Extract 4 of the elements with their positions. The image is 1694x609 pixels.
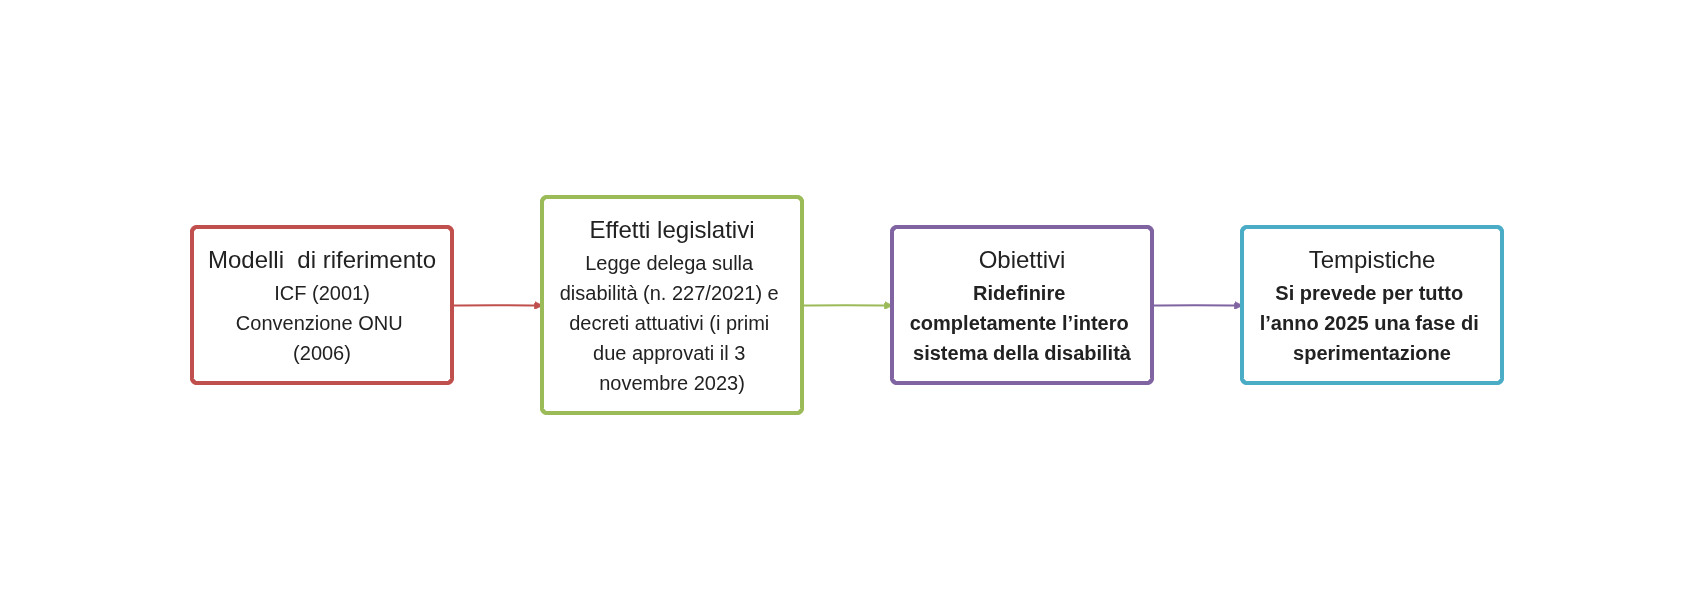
node-text: Modelli di riferimento ICF (2001) Convenzione ONU (2006) xyxy=(207,245,437,364)
node-text: Obiettivi Ridefinire completamente l’intero sistema della disabilità xyxy=(909,245,1131,364)
node-text: Effetti legislativi Legge delega sulla disabilità (n. 227/2021) e decreti attuativi (i primi due approvati il 3 novembre 2023) xyxy=(559,215,779,394)
node-text: Tempistiche Si prevede per tutto l’anno 2025 una fase di sperimentazione xyxy=(1259,245,1479,364)
